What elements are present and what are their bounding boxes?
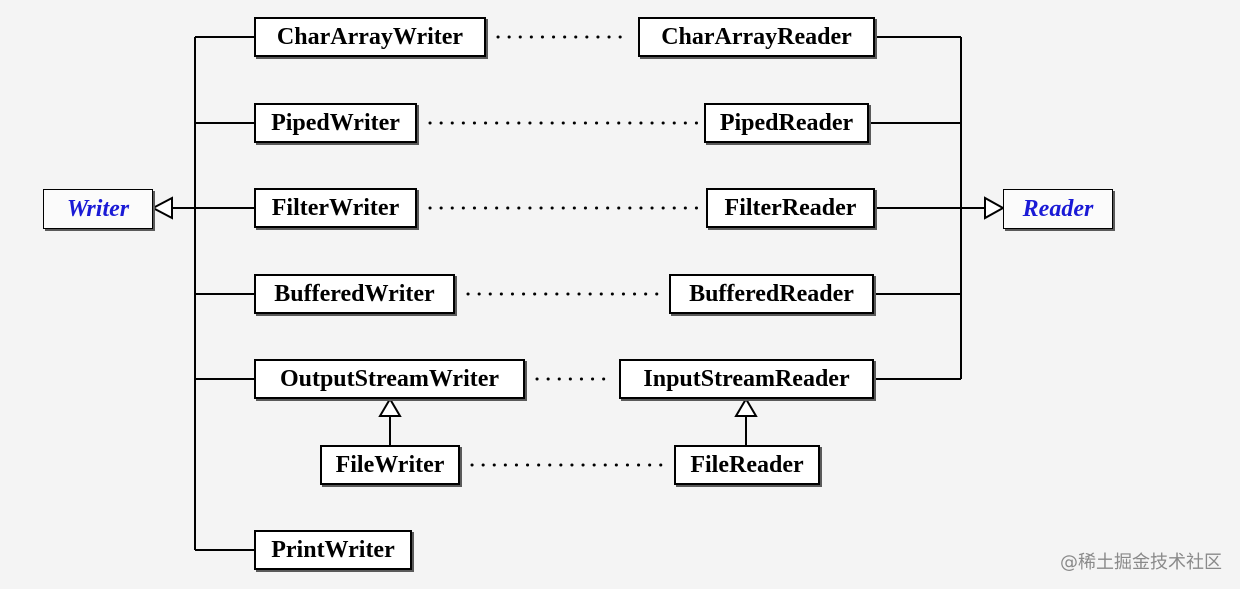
bufferedreader-node: BufferedReader [669,274,874,314]
pipedreader-node: PipedReader [704,103,869,143]
reader-node: Reader [1003,189,1113,229]
chararrayreader-node: CharArrayReader [638,17,875,57]
reader-inherit-arrow-icon [984,196,1006,220]
writer-node: Writer [43,189,153,229]
filereader-node: FileReader [674,445,820,485]
chararraywriter-node: CharArrayWriter [254,17,486,57]
filterreader-node: FilterReader [706,188,875,228]
filterwriter-node: FilterWriter [254,188,417,228]
writer-inherit-arrow-icon [150,196,173,220]
inputstreamreader-node: InputStreamReader [619,359,874,399]
printwriter-node: PrintWriter [254,530,412,570]
outputstreamwriter-node: OutputStreamWriter [254,359,525,399]
bufferedwriter-node: BufferedWriter [254,274,455,314]
inputstreamreader-inherit-arrow-icon [734,397,758,417]
pipedwriter-node: PipedWriter [254,103,417,143]
filewriter-node: FileWriter [320,445,460,485]
outputstreamwriter-inherit-arrow-icon [378,397,402,417]
watermark: @稀土掘金技术社区 [1060,552,1222,573]
